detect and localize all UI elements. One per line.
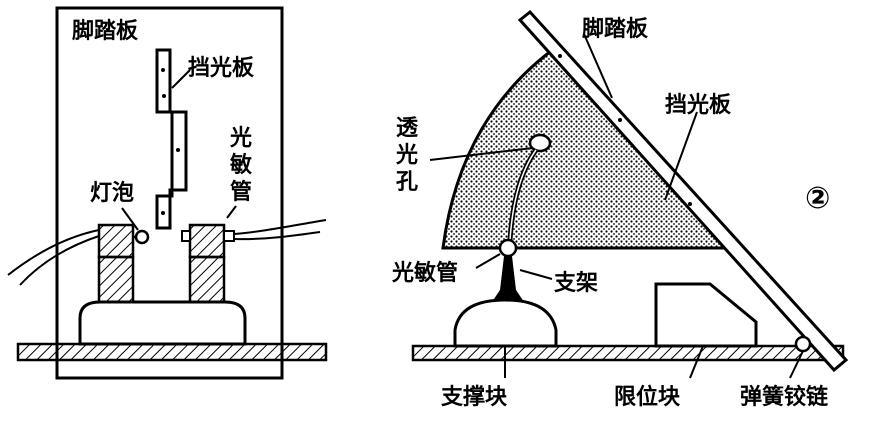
hole-label-2: 光 <box>395 143 418 168</box>
figure-number: ② <box>805 181 830 216</box>
right-pedal-board <box>517 9 849 373</box>
right-photo-label: 光敏管 <box>391 260 458 286</box>
left-wire-a <box>7 229 100 276</box>
photo-tube-nub-left <box>181 230 191 242</box>
right-pedal-label: 脚踏板 <box>582 17 649 42</box>
left-photo-label-2: 敏 <box>229 152 252 178</box>
right-ground <box>411 344 845 362</box>
left-photo-label-1: 光 <box>229 126 252 151</box>
left-pedal-label: 脚踏板 <box>72 19 139 44</box>
left-photo-label-3: 管 <box>230 179 252 205</box>
right-figure: 脚踏板 挡光板 透 光 孔 光敏管 支架 支撑块 限位块 弹簧铰链 ② <box>391 9 849 410</box>
support-label: 支撑块 <box>441 385 508 410</box>
photo-block-lower <box>188 255 226 304</box>
right-photo-tube-icon <box>498 238 518 258</box>
left-shutter-label: 挡光板 <box>188 56 255 81</box>
bulb-block-lower <box>97 255 135 304</box>
left-support-base <box>78 300 247 346</box>
photo-block-upper <box>188 223 226 259</box>
photo-tube-nub-right <box>223 230 235 242</box>
left-figure: 脚踏板 挡光板 光 敏 管 灯泡 <box>7 6 328 380</box>
bracket <box>492 256 524 302</box>
right-wire-b <box>233 231 321 241</box>
hinge-label: 弹簧铰链 <box>740 384 828 410</box>
right-shutter-label: 挡光板 <box>665 93 732 118</box>
hole-label-1: 透 <box>396 116 419 141</box>
hole-label-3: 孔 <box>396 170 418 195</box>
left-ground <box>16 342 328 362</box>
bulb-block-upper <box>97 223 135 259</box>
left-bulb-label: 灯泡 <box>90 180 134 206</box>
left-shutter-plate <box>155 48 188 230</box>
bracket-label: 支架 <box>554 270 598 296</box>
spring-hinge-icon <box>794 335 812 353</box>
right-support-block <box>453 298 558 348</box>
left-pedal-board <box>55 6 284 380</box>
left-wire-b <box>19 235 100 286</box>
light-hole-icon <box>528 133 552 153</box>
limit-label: 限位块 <box>614 384 681 410</box>
right-wire-a <box>233 219 327 235</box>
limit-block <box>654 282 758 348</box>
bulb-icon <box>134 229 150 245</box>
